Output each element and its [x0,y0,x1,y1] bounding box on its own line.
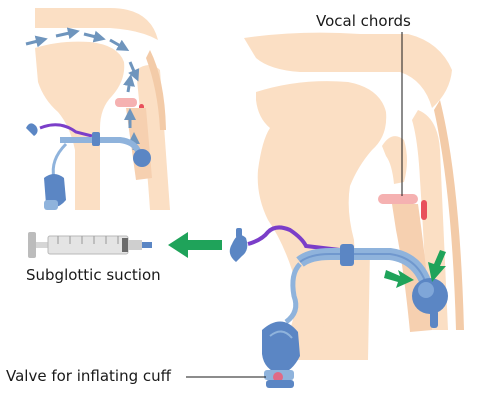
green-arrow [384,270,414,288]
suction-connector [229,228,248,262]
green-arrow [428,250,446,282]
green-arrow [168,232,222,258]
syringe-icon [28,232,152,258]
subglottic-suction-label: Subglottic suction [26,266,161,284]
vocal-chords-band [378,194,418,204]
vocal-chords-label: Vocal chords [316,12,411,30]
red-marker [421,200,427,220]
pilot-line [284,262,302,325]
inflation-valve [262,321,300,388]
trach-tube [296,244,448,328]
valve-label: Valve for inflating cuff [6,367,171,385]
inset-tube [26,123,151,210]
main-anatomy [244,32,464,360]
inset-anatomy [35,8,170,210]
